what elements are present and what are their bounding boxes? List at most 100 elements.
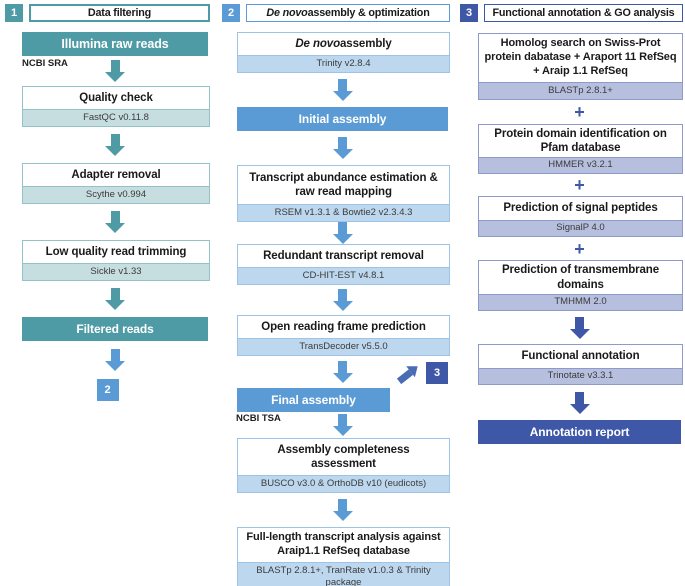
node-tool: TMHMM 2.0 [479, 294, 682, 310]
arrow-down-icon [105, 134, 125, 156]
column-denovo-assembly: 2 De novo assembly & optimization De nov… [222, 0, 450, 586]
node-title: De novo assembly [238, 33, 449, 55]
node-tool: SignalP 4.0 [479, 220, 682, 236]
arrow-down-icon [569, 316, 590, 339]
connector-zone [237, 222, 448, 244]
plus-connector-icon: + [574, 238, 585, 259]
column-functional-annotation: 3 Functional annotation & GO analysis Ho… [460, 0, 683, 444]
branch-to-step-3: 3 [394, 359, 448, 386]
node-annotation-report: Annotation report [478, 420, 681, 444]
node-tool: Sickle v1.33 [23, 263, 209, 280]
node-initial-assembly: Initial assembly [237, 107, 448, 131]
connector-zone [22, 341, 208, 379]
plus-connector-icon: + [574, 175, 585, 195]
arrow-down-icon [332, 414, 353, 436]
node-transcript-abundance: Transcript abundance estimation & raw re… [237, 165, 450, 222]
node-homolog-search: Homolog search on Swiss-Prot protein dab… [478, 33, 683, 100]
node-assembly-completeness: Assembly completeness assessment BUSCO v… [237, 438, 450, 493]
arrow-down-icon [332, 289, 353, 311]
node-transmembrane-domains: Prediction of transmembrane domains TMHM… [478, 260, 683, 311]
step-number-badge: 1 [5, 4, 23, 22]
node-title: Homolog search on Swiss-Prot protein dab… [484, 37, 677, 77]
node-denovo-assembly: De novo assembly Trinity v2.8.4 [237, 32, 450, 73]
node-tool: CD-HIT-EST v4.8.1 [238, 267, 449, 284]
arrow-down-icon [332, 222, 353, 244]
node-tool: BUSCO v3.0 & OrthoDB v10 (eudicots) [238, 475, 449, 492]
node-title: Assembly completeness assessment [277, 443, 410, 470]
node-title: Prediction of transmembrane domains [501, 264, 660, 291]
node-tool: BLASTp 2.8.1+ [479, 82, 682, 99]
node-title: Open reading frame prediction [261, 320, 426, 333]
column3-header: 3 Functional annotation & GO analysis [460, 4, 683, 22]
step-number-badge: 2 [222, 4, 240, 22]
connector-zone: 3 [237, 356, 448, 388]
branch-arrow-icon [394, 359, 423, 386]
arrow-down-icon [105, 349, 125, 371]
node-title: Transcript abundance estimation & raw re… [249, 171, 438, 198]
node-full-length-analysis: Full-length transcript analysis against … [237, 527, 450, 586]
title-italic-part: De novo [266, 7, 308, 19]
goto-step-2-badge: 2 [96, 379, 119, 401]
connector-zone [22, 281, 208, 317]
arrow-down-icon [332, 137, 353, 159]
node-tool: Trinity v2.8.4 [238, 55, 449, 72]
connector-zone [478, 311, 681, 344]
node-title: Full-length transcript analysis against … [246, 531, 441, 557]
connector-zone: NCBI TSA [236, 412, 448, 438]
node-title: Functional annotation [521, 350, 640, 363]
arrow-down-icon [105, 211, 125, 233]
title-italic-part: De novo [295, 37, 341, 50]
node-tool: Scythe v0.994 [23, 186, 209, 203]
node-adapter-removal: Adapter removal Scythe v0.994 [22, 163, 210, 204]
node-protein-domain-identification: Protein domain identification on Pfam da… [478, 124, 683, 174]
node-quality-check: Quality check FastQC v0.11.8 [22, 86, 210, 127]
column3-title: Functional annotation & GO analysis [484, 4, 683, 22]
arrow-down-icon [332, 499, 353, 521]
node-title: Prediction of signal peptides [503, 202, 658, 215]
node-title: Protein domain identification on Pfam da… [494, 127, 667, 154]
node-title: Adapter removal [71, 168, 161, 181]
node-illumina-raw-reads: Illumina raw reads [22, 32, 208, 56]
node-tool: HMMER v3.2.1 [479, 157, 682, 173]
plus-connector-icon: + [574, 102, 585, 122]
arrow-down-icon [105, 60, 125, 82]
connector-zone [22, 204, 208, 240]
title-rest-part: assembly & optimization [307, 7, 430, 19]
node-redundant-transcript-removal: Redundant transcript removal CD-HIT-EST … [237, 244, 450, 285]
node-orf-prediction: Open reading frame prediction TransDecod… [237, 315, 450, 356]
column1-title: Data filtering [29, 4, 210, 22]
goto-step-3-badge: 3 [426, 362, 448, 384]
title-rest-part: assembly [340, 37, 392, 50]
node-signal-peptides: Prediction of signal peptides SignalP 4.… [478, 196, 683, 237]
node-title: Redundant transcript removal [263, 249, 424, 262]
node-tool: BLASTp 2.8.1+, TranRate v1.0.3 & Trinity… [238, 562, 449, 586]
ncbi-tsa-label: NCBI TSA [236, 413, 281, 424]
step-number-badge: 3 [460, 4, 478, 22]
column1-header: 1 Data filtering [5, 4, 210, 22]
node-low-quality-trimming: Low quality read trimming Sickle v1.33 [22, 240, 210, 281]
ncbi-sra-label: NCBI SRA [22, 58, 68, 69]
column-data-filtering: 1 Data filtering Illumina raw reads NCBI… [5, 0, 210, 401]
connector-zone [478, 385, 681, 420]
connector-zone [237, 131, 448, 165]
node-functional-annotation: Functional annotation Trinotate v3.3.1 [478, 344, 683, 385]
arrow-down-icon [105, 288, 125, 310]
node-tool: FastQC v0.11.8 [23, 109, 209, 126]
node-title: Low quality read trimming [45, 245, 187, 258]
arrow-down-icon [332, 361, 353, 383]
arrow-down-icon [332, 79, 353, 101]
node-filtered-reads: Filtered reads [22, 317, 208, 341]
arrow-down-icon [569, 391, 590, 414]
connector-zone [237, 285, 448, 315]
node-title: Quality check [79, 91, 153, 104]
column2-title: De novo assembly & optimization [246, 4, 450, 22]
column2-header: 2 De novo assembly & optimization [222, 4, 450, 22]
connector-zone: NCBI SRA [22, 56, 208, 86]
connector-zone [237, 493, 448, 527]
node-final-assembly: Final assembly [237, 388, 390, 412]
node-tool: Trinotate v3.3.1 [479, 368, 682, 384]
connector-zone [22, 127, 208, 163]
node-tool: RSEM v1.3.1 & Bowtie2 v2.3.4.3 [238, 204, 449, 221]
node-tool: TransDecoder v5.5.0 [238, 338, 449, 355]
